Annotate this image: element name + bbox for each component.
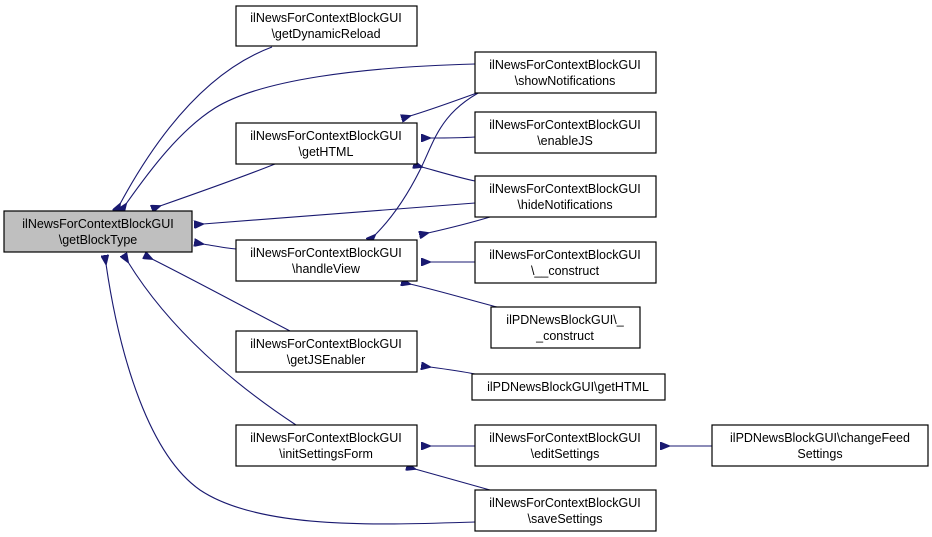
node-box (235, 5, 418, 47)
node-label-class: ilNewsForContextBlockGUI (250, 129, 401, 143)
node-box (474, 489, 657, 532)
node-box (474, 424, 657, 467)
node-enableJS[interactable]: ilNewsForContextBlockGUI \enableJS (474, 111, 657, 154)
node-label-class: ilNewsForContextBlockGUI (250, 11, 401, 25)
edge-showNotifications-to-handleView (375, 86, 491, 235)
node-construct[interactable]: ilNewsForContextBlockGUI \__construct (474, 241, 657, 284)
node-getHTML[interactable]: ilNewsForContextBlockGUI \getHTML (235, 122, 418, 165)
node-label-class: ilNewsForContextBlockGUI (250, 431, 401, 445)
edge-saveSettings-to-initSettingsForm (415, 469, 491, 491)
node-getBlockType[interactable]: ilNewsForContextBlockGUI \getBlockType (3, 210, 193, 253)
node-saveSettings[interactable]: ilNewsForContextBlockGUI \saveSettings (474, 489, 657, 532)
node-label-method: \getDynamicReload (271, 27, 380, 41)
node-label-method: \getBlockType (59, 233, 138, 247)
node-editSettings[interactable]: ilNewsForContextBlockGUI \editSettings (474, 424, 657, 467)
edge-hideNotifications-to-getBlockType (203, 202, 476, 224)
node-label-method: _construct (535, 329, 594, 343)
node-box (471, 373, 666, 401)
edge-initSettingsForm-to-getBlockType (128, 262, 297, 426)
node-hideNotifications[interactable]: ilNewsForContextBlockGUI \hideNotificati… (474, 175, 657, 218)
edge-handleView-to-getBlockType (203, 244, 237, 250)
edge-getDynamicReload-to-getBlockType (120, 46, 273, 204)
node-label-class: ilNewsForContextBlockGUI (489, 248, 640, 262)
node-label-class: ilPDNewsBlockGUI\_ (506, 313, 624, 327)
node-initSettingsForm[interactable]: ilNewsForContextBlockGUI \initSettingsFo… (235, 424, 418, 467)
node-box (235, 122, 418, 165)
node-box (3, 210, 193, 253)
node-label-method: \hideNotifications (517, 198, 612, 212)
edges (106, 46, 713, 525)
node-label-class: ilNewsForContextBlockGUI (489, 496, 640, 510)
node-label-method: \handleView (292, 262, 361, 276)
node-label-class: ilNewsForContextBlockGUI (489, 118, 640, 132)
edge-enableJS-to-getHTML (430, 137, 476, 138)
node-box (235, 424, 418, 467)
node-box (474, 241, 657, 284)
edge-pdGetHTML-to-getJSEnabler (430, 367, 476, 375)
node-changeFeedSettings[interactable]: ilPDNewsBlockGUI\changeFeed Settings (711, 424, 929, 467)
edge-getJSEnabler-to-getBlockType (152, 259, 291, 332)
node-box (711, 424, 929, 467)
node-box (490, 306, 641, 349)
node-label-class: ilNewsForContextBlockGUI (22, 217, 173, 231)
node-label-class: ilNewsForContextBlockGUI (250, 246, 401, 260)
node-label-method: \getJSEnabler (287, 353, 366, 367)
node-label-method: \enableJS (537, 134, 593, 148)
node-getJSEnabler[interactable]: ilNewsForContextBlockGUI \getJSEnabler (235, 330, 418, 373)
node-box (235, 239, 418, 282)
node-label-method: \saveSettings (527, 512, 602, 526)
node-label-class: ilNewsForContextBlockGUI (250, 337, 401, 351)
node-label: ilPDNewsBlockGUI\getHTML (487, 380, 649, 394)
node-label-class: ilNewsForContextBlockGUI (489, 182, 640, 196)
edge-getHTML-to-getBlockType (160, 163, 276, 206)
node-label-class: ilNewsForContextBlockGUI (489, 431, 640, 445)
node-label-method: \editSettings (531, 447, 600, 461)
node-box (474, 51, 657, 94)
edge-hideNotifications-to-getHTML (422, 167, 476, 182)
node-label-class: ilNewsForContextBlockGUI (489, 58, 640, 72)
node-label-method: Settings (797, 447, 842, 461)
node-box (474, 111, 657, 154)
node-pd-construct[interactable]: ilPDNewsBlockGUI\_ _construct (490, 306, 641, 349)
edge-hideNotifications-to-handleView (428, 216, 491, 233)
node-handleView[interactable]: ilNewsForContextBlockGUI \handleView (235, 239, 418, 282)
nodes: ilNewsForContextBlockGUI \getBlockType i… (3, 5, 929, 532)
node-label-method: \__construct (531, 264, 600, 278)
node-label-method: \initSettingsForm (279, 447, 373, 461)
edge-pdConstruct-to-handleView (410, 284, 498, 308)
node-label-method: \getHTML (299, 145, 354, 159)
node-showNotifications[interactable]: ilNewsForContextBlockGUI \showNotificati… (474, 51, 657, 94)
node-box (474, 175, 657, 218)
node-label-class: ilPDNewsBlockGUI\changeFeed (730, 431, 910, 445)
node-box (235, 330, 418, 373)
node-label-method: \showNotifications (515, 74, 616, 88)
edge-showNotifications-to-getBlockType (126, 63, 476, 204)
node-pd-getHTML[interactable]: ilPDNewsBlockGUI\getHTML (471, 373, 666, 401)
edge-saveSettings-to-getBlockType (106, 264, 476, 525)
node-getDynamicReload[interactable]: ilNewsForContextBlockGUI \getDynamicRelo… (235, 5, 418, 47)
